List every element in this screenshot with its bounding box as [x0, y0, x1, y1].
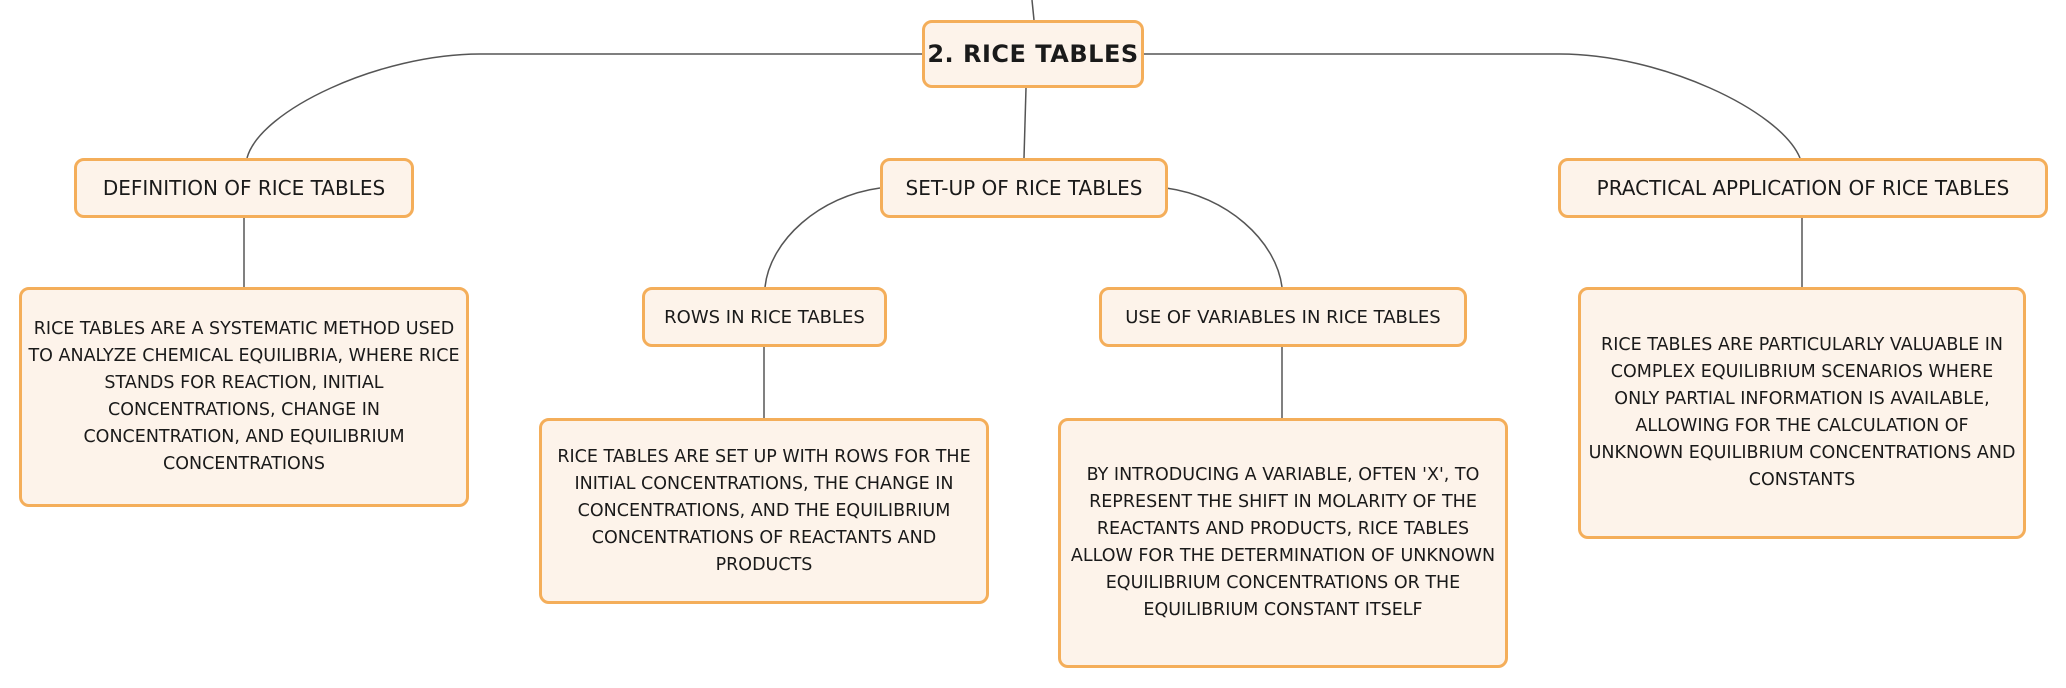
detail-rows-text: RICE TABLES ARE SET UP WITH ROWS FOR THE…	[557, 446, 971, 575]
topic-application[interactable]: PRACTICAL APPLICATION OF RICE TABLES	[1558, 158, 2048, 218]
subtopic-rows[interactable]: ROWS IN RICE TABLES	[642, 287, 887, 347]
subtopic-rows-label: ROWS IN RICE TABLES	[664, 306, 865, 328]
connector-setup-to-rows	[764, 187, 881, 288]
topic-definition[interactable]: DEFINITION OF RICE TABLES	[74, 158, 414, 218]
connector-root-to-setup	[1023, 87, 1027, 159]
detail-definition-text: RICE TABLES ARE A SYSTEMATIC METHOD USED…	[28, 319, 460, 474]
detail-variables-text: BY INTRODUCING A VARIABLE, OFTEN 'X', TO…	[1070, 465, 1496, 620]
detail-rows[interactable]: RICE TABLES ARE SET UP WITH ROWS FOR THE…	[539, 418, 989, 604]
detail-application[interactable]: RICE TABLES ARE PARTICULARLY VALUABLE IN…	[1578, 287, 2026, 539]
subtopic-variables[interactable]: USE OF VARIABLES IN RICE TABLES	[1099, 287, 1467, 347]
connector-root-to-application	[1144, 53, 1801, 159]
topic-application-label: PRACTICAL APPLICATION OF RICE TABLES	[1596, 176, 2010, 200]
detail-definition[interactable]: RICE TABLES ARE A SYSTEMATIC METHOD USED…	[19, 287, 469, 507]
detail-application-text: RICE TABLES ARE PARTICULARLY VALUABLE IN…	[1588, 335, 2016, 490]
connector-root-to-definition	[246, 53, 922, 159]
connector-parent-to-root	[1031, 0, 1035, 21]
topic-definition-label: DEFINITION OF RICE TABLES	[102, 176, 386, 200]
detail-variables[interactable]: BY INTRODUCING A VARIABLE, OFTEN 'X', TO…	[1058, 418, 1508, 668]
root-node[interactable]: 2. RICE TABLES	[922, 20, 1144, 88]
root-label: 2. RICE TABLES	[927, 40, 1139, 68]
topic-setup[interactable]: SET-UP OF RICE TABLES	[880, 158, 1168, 218]
subtopic-variables-label: USE OF VARIABLES IN RICE TABLES	[1125, 306, 1441, 328]
topic-setup-label: SET-UP OF RICE TABLES	[905, 176, 1143, 200]
connector-setup-to-variables	[1165, 187, 1283, 288]
